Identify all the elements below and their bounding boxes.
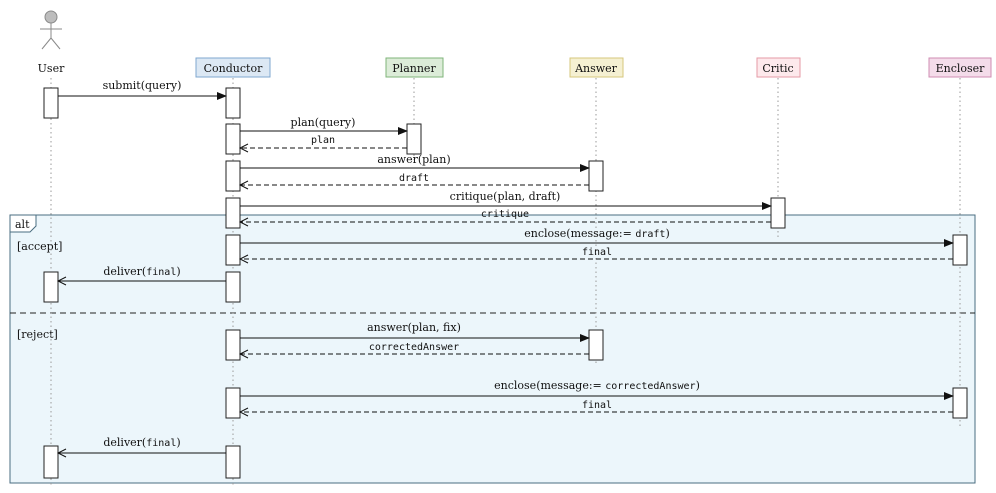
activation-user-2	[43, 271, 59, 303]
participant-answer: Answer	[569, 57, 624, 78]
activation-user-3	[43, 445, 59, 479]
return-corrected-label: correctedAnswer	[369, 342, 459, 353]
activation-answer-2	[588, 329, 604, 361]
return-final-1-label: final	[582, 247, 612, 258]
svg-text:Answer: Answer	[574, 62, 618, 75]
alt-frame	[9, 214, 976, 484]
message-deliver-2-label: deliver(final)	[103, 436, 180, 449]
activation-conductor-3	[225, 160, 241, 192]
activation-user-1	[43, 87, 59, 119]
message-enclose-corrected-label: enclose(message:= correctedAnswer)	[494, 379, 700, 392]
activation-conductor-7	[225, 329, 241, 361]
svg-text:Critic: Critic	[762, 62, 793, 75]
participant-critic: Critic	[756, 57, 801, 78]
return-final-2-label: final	[582, 400, 612, 411]
activation-conductor-8	[225, 387, 241, 419]
message-enclose-draft-label: enclose(message:= draft)	[524, 227, 670, 240]
alt-frame-tab	[9, 214, 37, 233]
activation-planner	[406, 123, 422, 155]
return-draft-label: draft	[399, 173, 429, 184]
message-plan-label: plan(query)	[291, 116, 356, 129]
activation-conductor-2	[225, 123, 241, 155]
user-actor-icon	[40, 10, 62, 50]
return-critique-label: critique	[481, 209, 529, 220]
svg-text:Encloser: Encloser	[936, 62, 986, 75]
participant-encloser: Encloser	[928, 57, 992, 78]
return-plan-label: plan	[311, 135, 335, 146]
activation-encloser-1	[952, 234, 968, 266]
participant-conductor: Conductor	[195, 57, 271, 78]
message-critique-label: critique(plan, draft)	[450, 190, 561, 203]
svg-text:Planner: Planner	[392, 62, 436, 75]
guard-accept: [accept]	[17, 240, 62, 253]
user-actor-label: User	[38, 62, 65, 75]
activation-critic	[770, 197, 786, 229]
message-deliver-1-label: deliver(final)	[103, 265, 180, 278]
activation-answer-1	[588, 160, 604, 192]
message-answer-label: answer(plan)	[377, 153, 450, 166]
activation-conductor-6	[225, 271, 241, 303]
participant-planner: Planner	[385, 57, 444, 78]
activation-conductor-1	[225, 87, 241, 119]
guard-reject: [reject]	[17, 328, 58, 341]
svg-text:Conductor: Conductor	[204, 62, 263, 75]
message-answer-fix-label: answer(plan, fix)	[367, 321, 461, 334]
activation-encloser-2	[952, 387, 968, 419]
message-submit-label: submit(query)	[103, 79, 182, 92]
activation-conductor-4	[225, 197, 241, 229]
alt-frame-label: alt	[15, 218, 30, 231]
activation-conductor-5	[225, 234, 241, 266]
activation-conductor-9	[225, 445, 241, 479]
